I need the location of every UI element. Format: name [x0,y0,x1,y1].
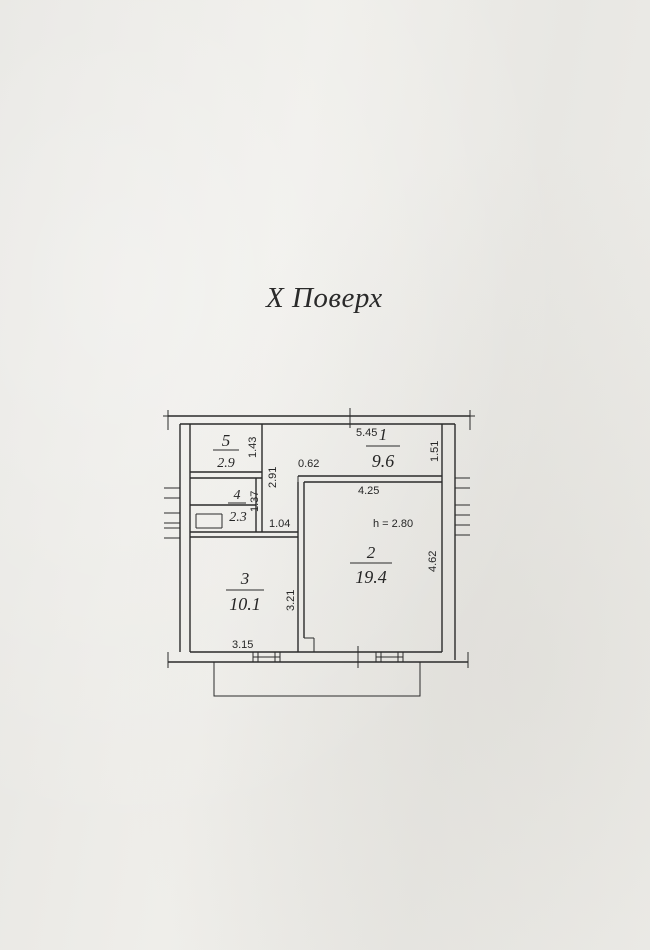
dim-4-25: 4.25 [358,485,379,497]
room-5-number: 5 [222,431,231,450]
room-1-label: 1 9.6 [366,425,400,471]
dim-0-62: 0.62 [298,458,319,470]
dim-4-62: 4.62 [427,551,439,572]
dim-5-45: 5.45 [356,427,377,439]
bottom-windows [252,646,404,668]
room-4-number: 4 [234,488,241,503]
room-2-label: 2 19.4 [350,543,392,587]
ceiling-height: h = 2.80 [373,518,413,530]
left-wall-stubs [164,487,180,539]
room-2-number: 2 [367,543,376,562]
top-wall-marks [344,408,356,428]
room-4-area: 2.3 [229,510,247,525]
room-1-area: 9.6 [372,451,395,471]
dim-1-51: 1.51 [429,441,441,462]
interior-walls [190,424,442,652]
dim-3-15: 3.15 [232,639,253,651]
dim-3-21: 3.21 [285,590,297,611]
room-5-label: 5 2.9 [213,431,239,471]
room-1-number: 1 [379,425,388,444]
right-wall-stubs [455,477,470,536]
dim-1-37: 1.37 [249,491,261,512]
room-3-number: 3 [240,569,250,588]
room-5-area: 2.9 [217,456,235,471]
room-3-label: 3 10.1 [226,569,264,614]
dim-2-91: 2.91 [267,467,279,488]
dim-1-43: 1.43 [247,437,259,458]
floor-title: X Поверх [266,282,383,314]
room-3-area: 10.1 [229,594,261,614]
dim-1-04: 1.04 [269,518,290,530]
room-2-area: 19.4 [355,567,387,587]
room-4-label: 4 2.3 [228,488,247,525]
balcony [213,661,421,697]
